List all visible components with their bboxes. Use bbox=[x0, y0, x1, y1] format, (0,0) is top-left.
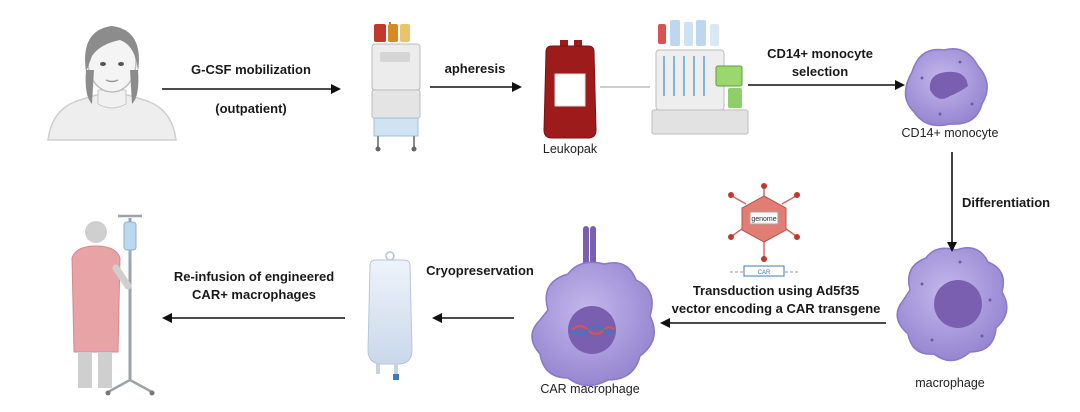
vector-genome-label: genome bbox=[751, 216, 776, 223]
reinfusion-line1: Re-infusion of engineered bbox=[173, 269, 335, 284]
leukopak-bag-icon bbox=[543, 40, 597, 139]
step-label-transduction: Transduction using Ad5f35 vector encodin… bbox=[664, 282, 888, 318]
vector-car-label: CAR bbox=[758, 270, 771, 276]
cell-selection-device-icon bbox=[651, 20, 749, 135]
iv-pole-patient-icon bbox=[71, 214, 155, 396]
step-label-reinfusion: Re-infusion of engineered CAR+ macrophag… bbox=[170, 268, 338, 304]
ad5f35-vector-icon bbox=[728, 183, 800, 277]
cd14-selection-line2: selection bbox=[791, 64, 849, 79]
reinfusion-line2: CAR+ macrophages bbox=[192, 287, 316, 302]
transduction-line1: Transduction using Ad5f35 bbox=[692, 283, 860, 298]
patient-donor-icon bbox=[47, 26, 177, 141]
gcsf-line1: G-CSF mobilization bbox=[191, 62, 311, 77]
cryopreservation-bag-icon bbox=[367, 251, 413, 380]
caption-cd14-monocyte: CD14+ monocyte bbox=[901, 126, 999, 140]
caption-car-macrophage: CAR macrophage bbox=[540, 382, 640, 396]
step-label-gcsf-sub: (outpatient) bbox=[176, 100, 326, 118]
apheresis-machine-icon bbox=[371, 22, 421, 152]
cd14-selection-line1: CD14+ monocyte bbox=[767, 46, 873, 61]
cd14-monocyte-cell-icon bbox=[904, 48, 988, 127]
step-label-apheresis: apheresis bbox=[444, 61, 506, 76]
step-label-cd14-selection: CD14+ monocyte selection bbox=[745, 45, 895, 81]
caption-macrophage: macrophage bbox=[915, 376, 985, 390]
caption-leukopak: Leukopak bbox=[542, 142, 598, 156]
car-macrophage-cell-icon bbox=[531, 226, 655, 387]
gcsf-line2: (outpatient) bbox=[215, 101, 287, 116]
step-label-cryopreservation: Cryopreservation bbox=[426, 263, 534, 278]
step-label-gcsf: G-CSF mobilization bbox=[176, 61, 326, 79]
macrophage-cell-icon bbox=[896, 247, 1008, 362]
step-label-differentiation: Differentiation bbox=[962, 195, 1051, 210]
transduction-line2: vector encoding a CAR transgene bbox=[671, 301, 881, 316]
